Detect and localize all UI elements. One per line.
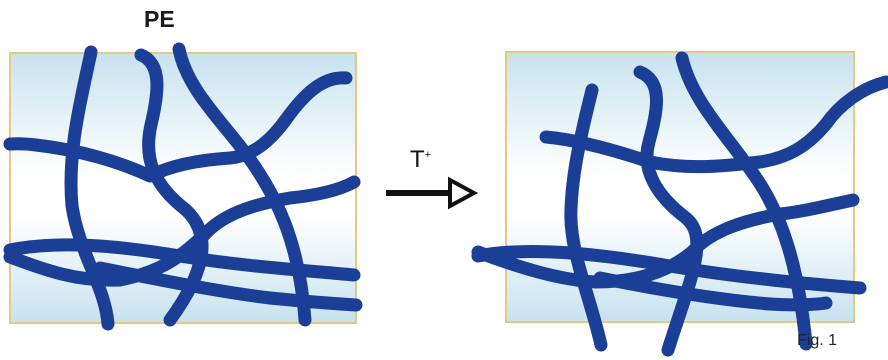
polymer-chain: [93, 261, 363, 312]
figure-label: Fig. 1: [797, 332, 838, 349]
polymer-chain: [539, 75, 888, 174]
polymer-chain: [64, 45, 115, 331]
left-panel: [3, 42, 363, 331]
polymer-chain: [3, 71, 353, 183]
temperature-label: T+: [410, 146, 431, 174]
polymer-chain: [3, 175, 361, 287]
temperature-symbol: T: [410, 146, 425, 173]
left-chains: [3, 42, 363, 331]
polymer-chain: [593, 271, 833, 312]
right-chains: [471, 51, 888, 357]
polymer-label: PE: [144, 6, 175, 32]
polymer-chain: [471, 193, 860, 289]
polymer-chain: [564, 83, 608, 352]
heating-arrow: [386, 176, 479, 210]
temperature-superscript: +: [424, 149, 432, 161]
polymer-chain: [3, 238, 361, 282]
polymer-chain: [471, 245, 867, 295]
right-panel: [471, 51, 888, 357]
